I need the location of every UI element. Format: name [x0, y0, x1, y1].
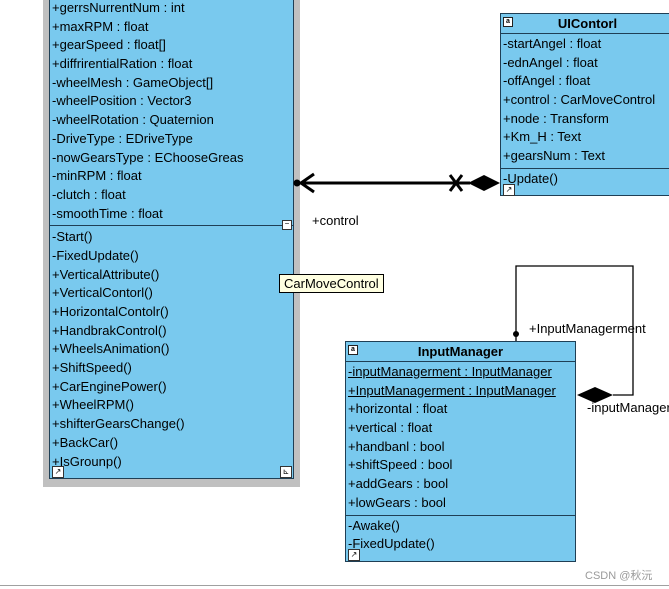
static-attribute-row[interactable]: -inputManagerment : InputManager: [348, 364, 552, 379]
carmovecontrol-operations: -Start() -FixedUpdate() +VerticalAttribute…: [50, 226, 293, 473]
attribute-row[interactable]: +gearsNum : Text: [503, 148, 606, 164]
uicontorl-class[interactable]: a UIContorl -startAngel : float -ednAngel…: [500, 13, 669, 196]
watermark: CSDN @秋沅: [585, 570, 653, 582]
operation-row[interactable]: +HandbrakControl(): [52, 322, 167, 338]
operation-row[interactable]: -Awake(): [348, 517, 400, 533]
attribute-row[interactable]: +horizontal : float: [348, 401, 448, 417]
class-icon: a: [503, 17, 513, 27]
attribute-row[interactable]: -minRPM : float: [52, 168, 142, 184]
resize-link-icon[interactable]: ↗: [348, 549, 360, 561]
non-navigable-x-mark: [448, 174, 464, 192]
operation-row[interactable]: +VerticalContorl(): [52, 285, 153, 301]
attribute-row[interactable]: +handbanl : bool: [348, 438, 445, 454]
operation-row[interactable]: -FixedUpdate(): [52, 247, 139, 263]
static-attribute-row[interactable]: +InputManagerment : InputManager: [348, 382, 556, 398]
operation-row[interactable]: +HorizontalContolr(): [52, 304, 169, 319]
attribute-row[interactable]: -wheelRotation : Quaternion: [52, 112, 214, 128]
attribute-row[interactable]: -wheelMesh : GameObject[]: [52, 74, 214, 90]
resize-link-icon[interactable]: ↗: [52, 466, 64, 478]
attribute-row[interactable]: +shiftSpeed : bool: [348, 457, 453, 473]
operation-row[interactable]: -FixedUpdate(): [348, 536, 435, 552]
collapse-icon[interactable]: −: [282, 220, 292, 230]
operation-row[interactable]: +WheelRPM(): [52, 397, 134, 413]
attribute-row[interactable]: -offAngel : float: [503, 73, 591, 89]
uicontorl-header: a UIContorl: [501, 14, 669, 34]
attribute-row[interactable]: +control : CarMoveControl: [503, 92, 656, 108]
attribute-row[interactable]: -DriveType : EDriveType: [52, 130, 193, 146]
attribute-row[interactable]: -ednAngel : float: [503, 54, 598, 70]
attribute-row[interactable]: -clutch : float: [52, 186, 126, 202]
inputmanager-header: a InputManager: [346, 342, 575, 362]
class-icon: a: [348, 345, 358, 355]
uicontorl-attributes: -startAngel : float -ednAngel : float -off…: [501, 34, 669, 169]
class-tooltip: CarMoveControl: [279, 274, 384, 293]
self-role-label-top: +InputManagerment: [529, 321, 646, 336]
bottom-divider: [0, 585, 669, 586]
attribute-row[interactable]: -wheelPosition : Vector3: [52, 93, 192, 109]
non-navigable-x-mark: [448, 174, 464, 192]
attribute-row[interactable]: +maxRPM : float: [52, 18, 149, 34]
operation-row[interactable]: +IsGrounp(): [52, 453, 122, 469]
composition-diamond: [468, 175, 500, 191]
carmovecontrol-attributes: +gerrsNurrentNum : int +maxRPM : float +ge…: [50, 0, 293, 227]
operation-row[interactable]: +CarEnginePower(): [52, 378, 167, 394]
self-role-label-bottom: -inputManagerment: [587, 400, 669, 415]
uicontorl-operations: -Update(): [501, 169, 669, 191]
operation-row[interactable]: -Start(): [52, 229, 93, 245]
attribute-row[interactable]: -nowGearsType : EChooseGreas: [52, 149, 244, 165]
inputmanager-class[interactable]: a InputManager -inputManagerment : Input…: [345, 341, 576, 562]
attribute-row[interactable]: +diffrirentialRation : float: [52, 56, 193, 72]
operation-row[interactable]: +BackCar(): [52, 434, 119, 450]
uicontorl-title: UIContorl: [557, 16, 618, 31]
attribute-row[interactable]: +node : Transform: [503, 110, 609, 126]
attribute-row[interactable]: +gearSpeed : float[]: [52, 37, 166, 53]
navigable-arrowhead: [298, 172, 315, 194]
control-role-label: +control: [312, 213, 359, 228]
attribute-row[interactable]: +gerrsNurrentNum : int: [52, 0, 185, 15]
attribute-row[interactable]: +lowGears : bool: [348, 494, 446, 510]
operation-row[interactable]: +shifterGearsChange(): [52, 416, 185, 432]
operation-row[interactable]: +WheelsAnimation(): [52, 341, 170, 357]
attribute-row[interactable]: -smoothTime : float: [52, 205, 163, 221]
carmovecontrol-class[interactable]: +gerrsNurrentNum : int +maxRPM : float +ge…: [49, 0, 294, 479]
attribute-row[interactable]: +vertical : float: [348, 420, 433, 436]
attribute-row[interactable]: +Km_H : Text: [503, 129, 582, 145]
resize-link-icon[interactable]: ↗: [503, 184, 515, 196]
operation-row[interactable]: +VerticalAttribute(): [52, 266, 160, 282]
attribute-row[interactable]: -startAngel : float: [503, 36, 602, 51]
attribute-row[interactable]: +addGears : bool: [348, 476, 449, 492]
inputmanager-title: InputManager: [417, 344, 504, 359]
inputmanager-operations: -Awake() -FixedUpdate(): [346, 516, 575, 556]
resize-handle-icon[interactable]: ⊾: [280, 466, 292, 478]
operation-row[interactable]: -Update(): [503, 170, 558, 186]
operation-row[interactable]: +ShiftSpeed(): [52, 360, 132, 376]
inputmanager-attributes: -inputManagerment : InputManager +InputMa…: [346, 362, 575, 516]
association-end-dot: [513, 331, 519, 337]
